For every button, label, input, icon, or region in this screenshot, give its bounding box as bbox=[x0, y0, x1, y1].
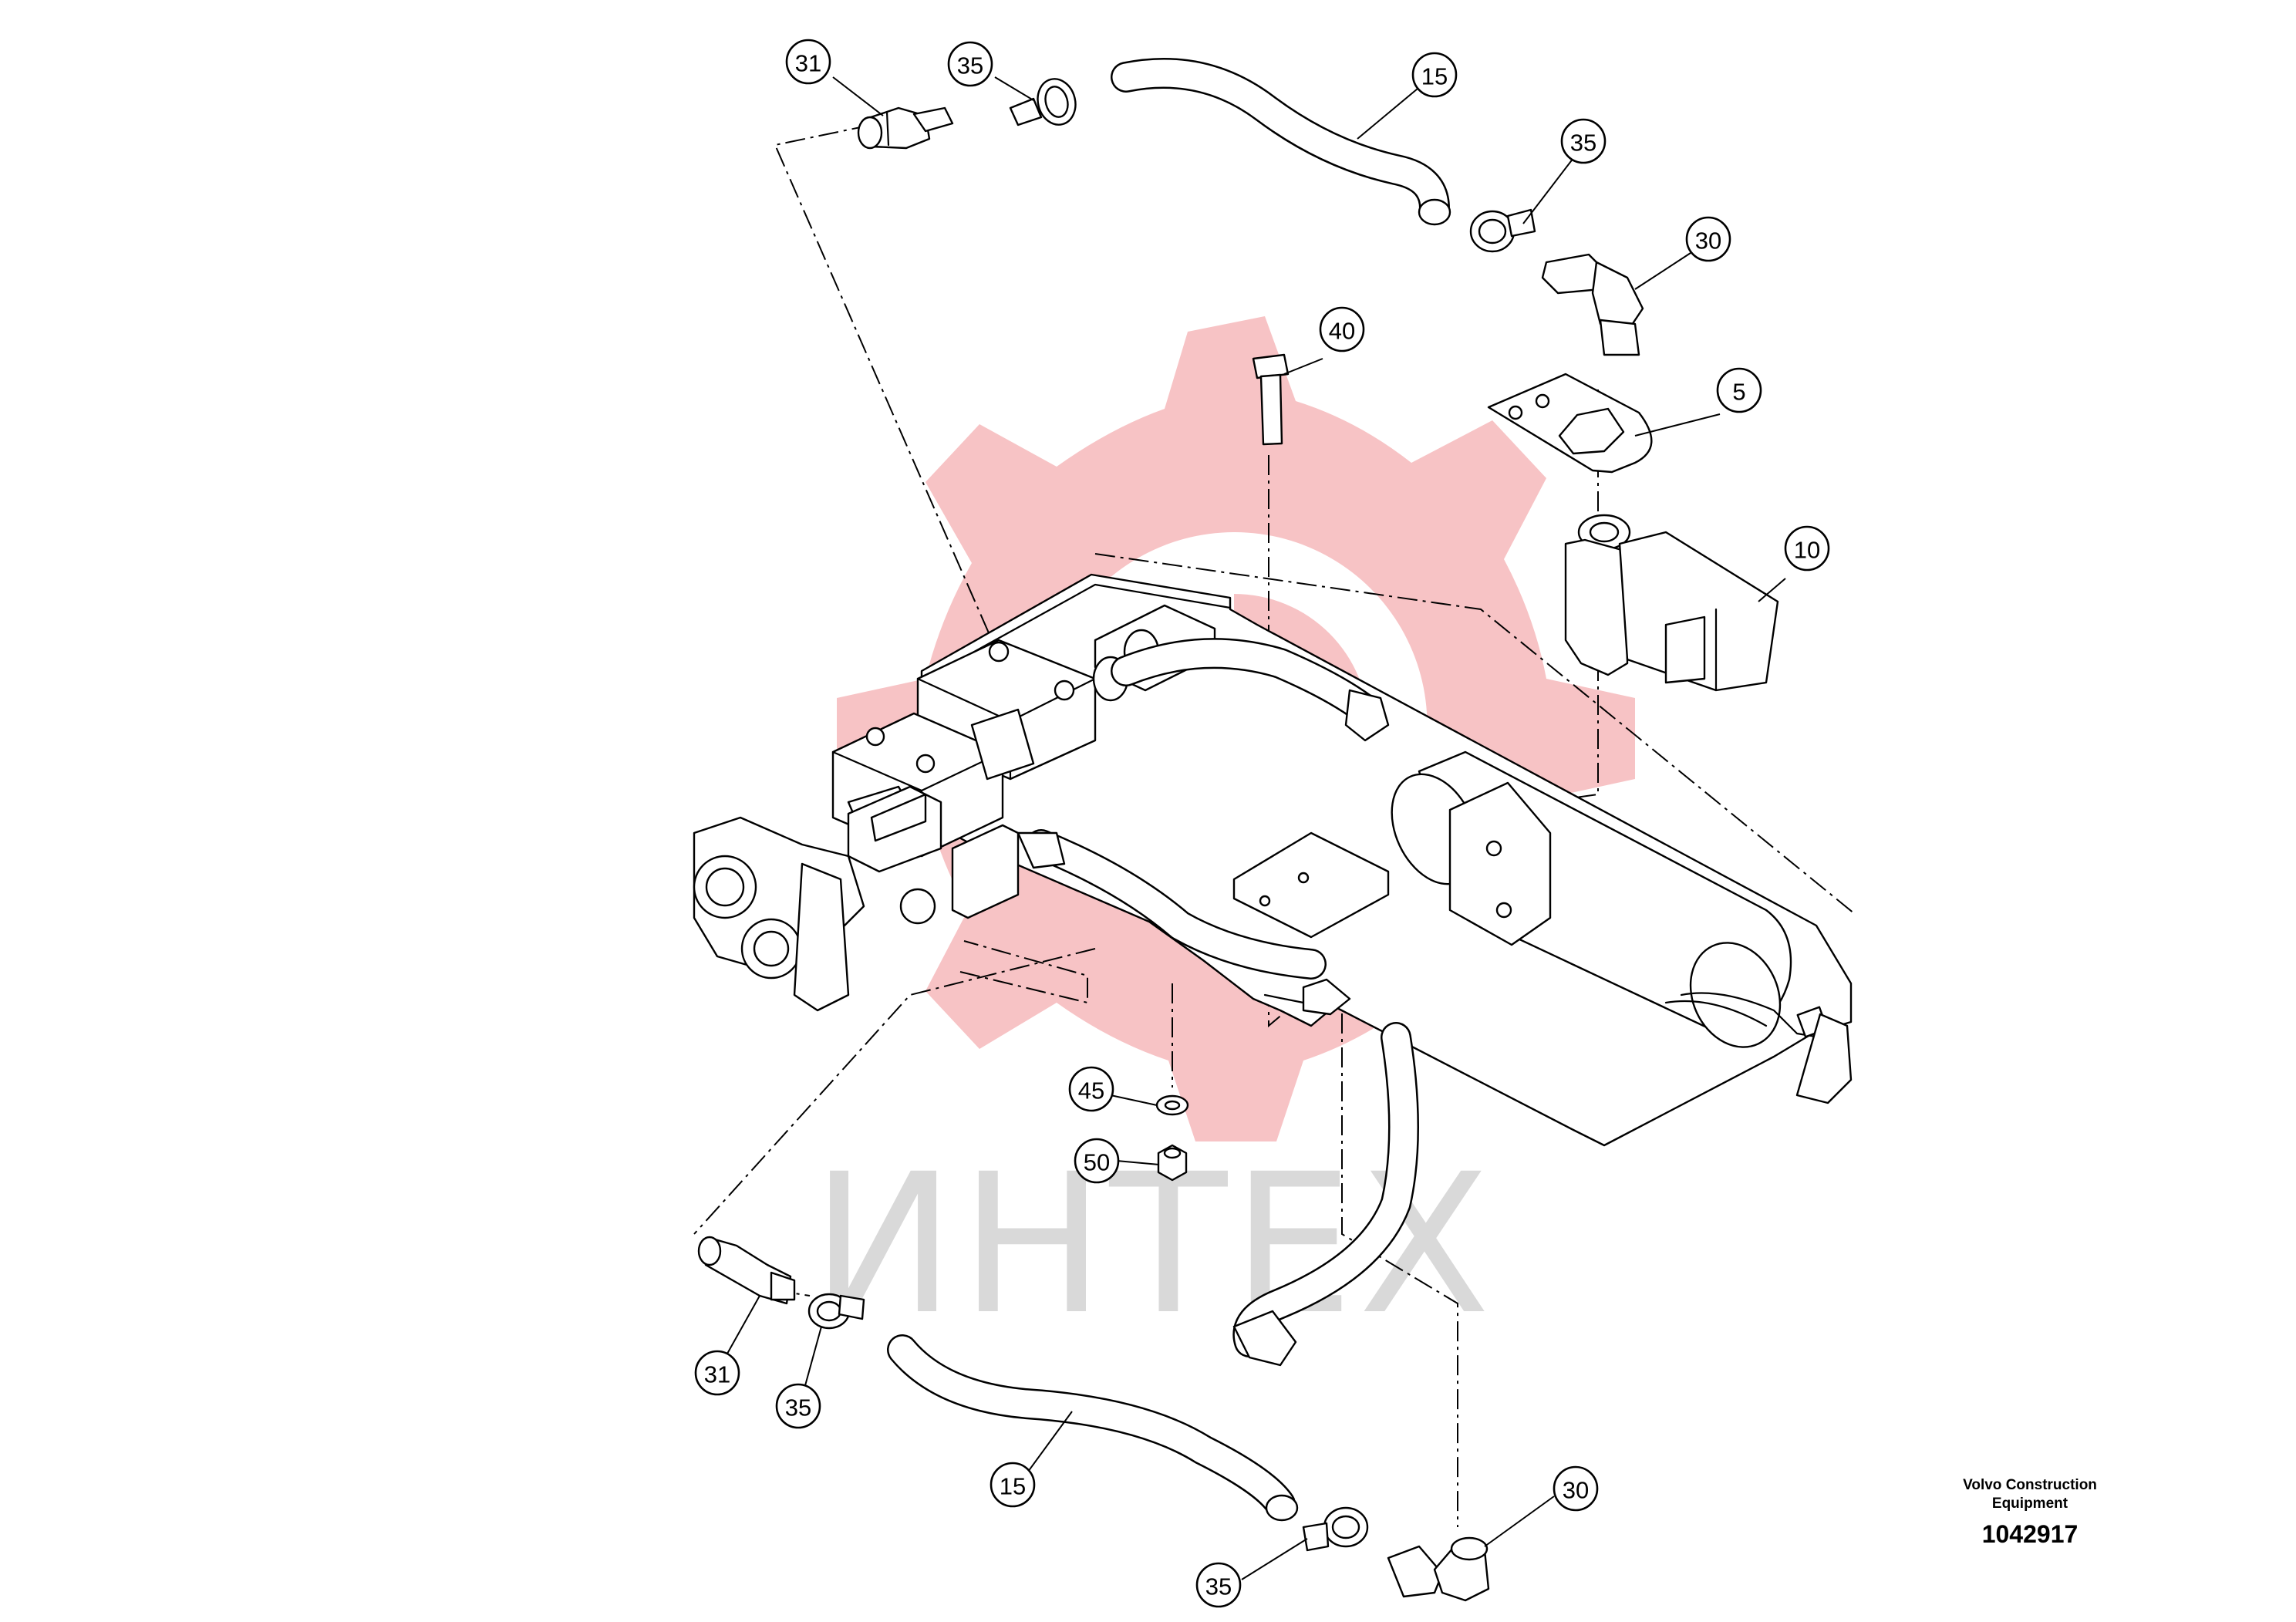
callout-label: 15 bbox=[1000, 1473, 1026, 1500]
callout-15-bottom: 15 bbox=[990, 1462, 1036, 1508]
callout-31-bottom: 31 bbox=[694, 1350, 740, 1396]
callout-31-top: 31 bbox=[785, 39, 831, 85]
callout-label: 35 bbox=[1570, 130, 1596, 157]
callout-35-bottom-left: 35 bbox=[775, 1383, 821, 1429]
callout-label: 15 bbox=[1421, 63, 1448, 90]
hose-clamp-35-top-left bbox=[1009, 78, 1077, 126]
callout-15-top: 15 bbox=[1411, 52, 1458, 98]
callout-35-bottom: 35 bbox=[1195, 1562, 1242, 1608]
bolt-40 bbox=[1252, 353, 1290, 446]
callout-label: 31 bbox=[704, 1361, 730, 1388]
assembly-lines bbox=[693, 124, 1856, 1527]
solenoid-valve-10 bbox=[1564, 514, 1779, 692]
washer-45 bbox=[1155, 1094, 1189, 1116]
callout-35-top-left: 35 bbox=[947, 41, 993, 87]
callout-label: 31 bbox=[795, 50, 821, 77]
hose-clamp-35-bottom bbox=[1302, 1506, 1369, 1552]
elbow-fitting-30-bottom bbox=[1387, 1536, 1490, 1602]
callout-label: 10 bbox=[1794, 537, 1820, 564]
hose-clamp-35-top-right bbox=[1469, 208, 1536, 253]
callout-label: 30 bbox=[1563, 1477, 1589, 1504]
nut-50 bbox=[1157, 1144, 1188, 1182]
callout-45: 45 bbox=[1068, 1066, 1114, 1112]
callout-label: 35 bbox=[785, 1394, 811, 1421]
pump-cylinder bbox=[1391, 750, 1853, 1104]
hose-15-top bbox=[1111, 58, 1451, 226]
fitting-31-top bbox=[857, 106, 954, 150]
mounting-frame bbox=[920, 573, 1853, 1147]
callout-35-top-right: 35 bbox=[1560, 118, 1607, 164]
callout-label: 5 bbox=[1732, 379, 1745, 406]
hose-clamp-35-bottom-left bbox=[807, 1293, 865, 1330]
internal-hoses bbox=[1017, 638, 1419, 1367]
fitting-31-bottom bbox=[697, 1236, 796, 1305]
callout-40: 40 bbox=[1319, 306, 1365, 352]
callout-label: 40 bbox=[1329, 318, 1355, 345]
maker-line-2: Equipment bbox=[1992, 1496, 2068, 1512]
elbow-fitting-30-top bbox=[1541, 253, 1644, 356]
callout-label: 50 bbox=[1084, 1149, 1110, 1176]
callout-10: 10 bbox=[1784, 525, 1830, 572]
callout-label: 35 bbox=[1205, 1573, 1232, 1600]
drawing-number: 1042917 bbox=[1982, 1520, 2079, 1548]
callout-label: 30 bbox=[1695, 228, 1721, 255]
callout-5: 5 bbox=[1716, 367, 1762, 413]
callout-30-top: 30 bbox=[1685, 216, 1731, 262]
callout-label: 45 bbox=[1078, 1077, 1104, 1104]
maker-line-1: Volvo Construction bbox=[1963, 1477, 2097, 1493]
callout-label: 35 bbox=[957, 52, 983, 79]
mounting-plate-5 bbox=[1487, 373, 1653, 474]
callout-50: 50 bbox=[1074, 1138, 1120, 1184]
leader-lines bbox=[727, 76, 1786, 1580]
callout-30-bottom: 30 bbox=[1553, 1465, 1599, 1512]
hose-15-bottom bbox=[887, 1334, 1299, 1522]
